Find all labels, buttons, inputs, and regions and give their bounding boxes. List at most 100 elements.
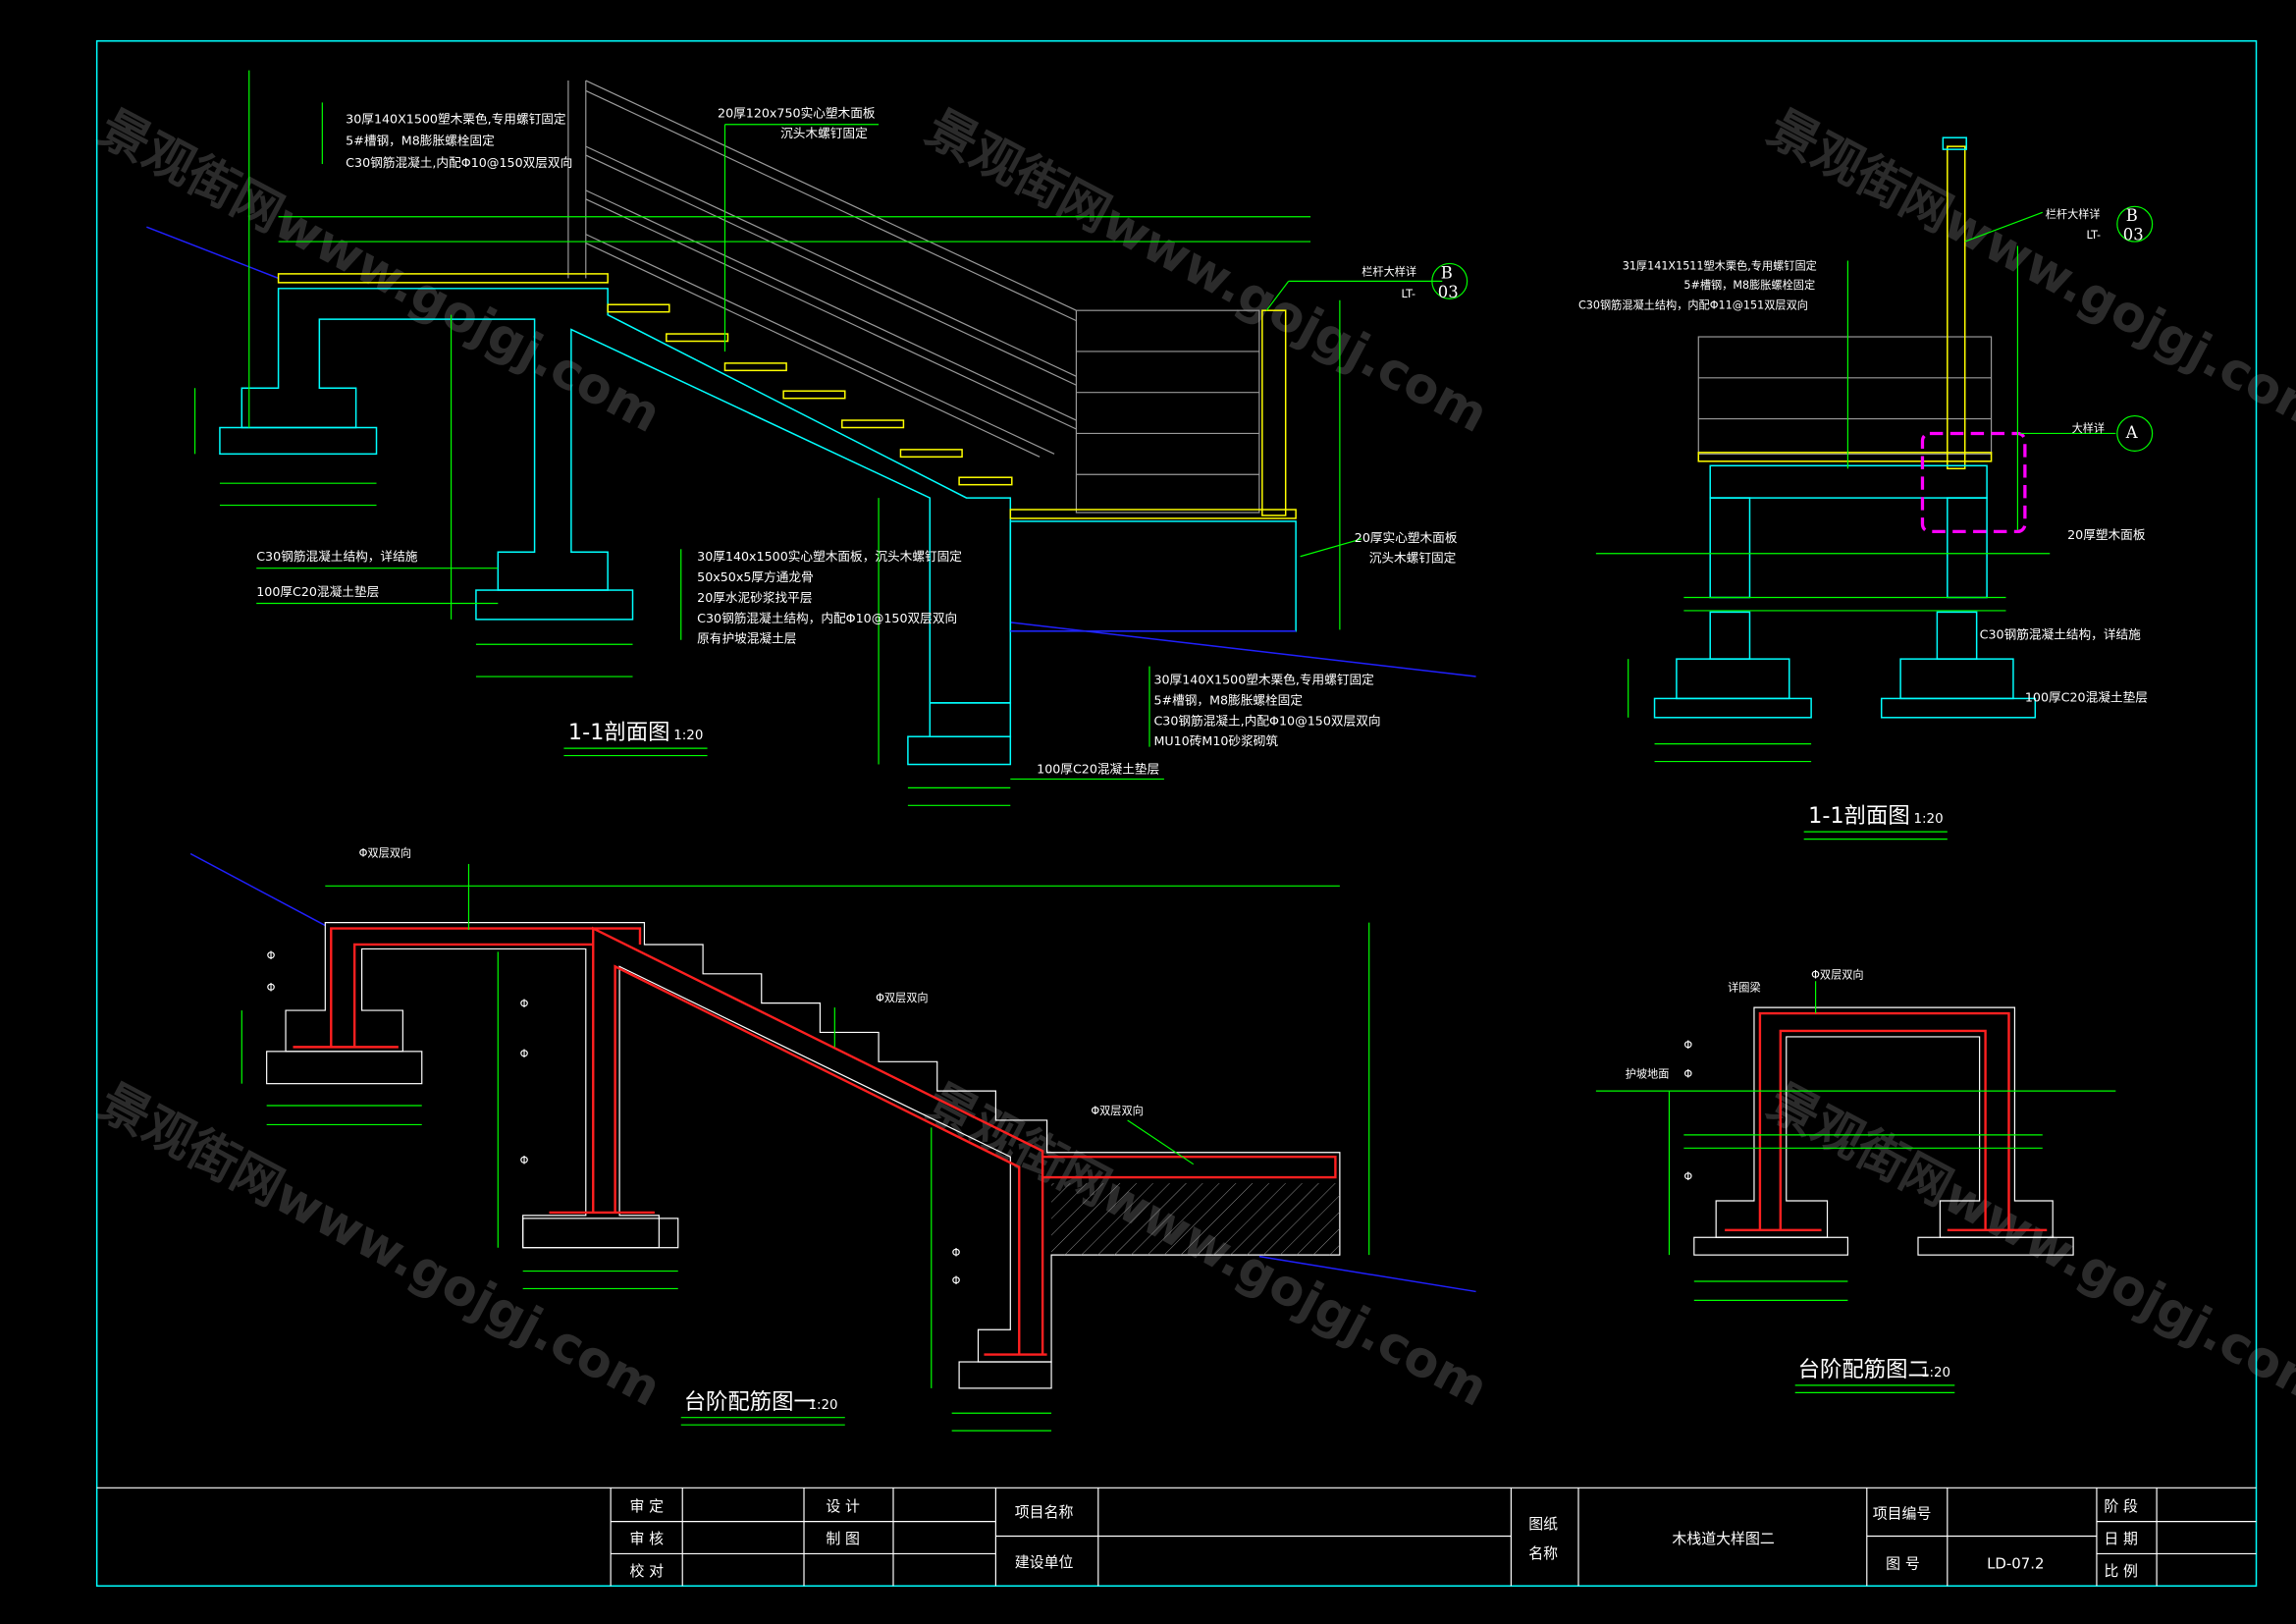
tb-approve: 审 定 xyxy=(630,1497,665,1515)
label-double-layer: Φ双层双向 xyxy=(359,845,411,859)
label-double-layer: Φ双层双向 xyxy=(1091,1104,1143,1117)
stair-treads xyxy=(607,303,1013,486)
column xyxy=(1936,611,1978,660)
slope-line xyxy=(189,852,326,927)
note-stair-1: 30厚140x1500实心塑木面板，沉头木螺钉固定 xyxy=(697,549,962,564)
rebar-lines xyxy=(293,926,1337,1356)
detail-ref-label: 大样详 xyxy=(2072,421,2106,435)
tb-project-name: 项目名称 xyxy=(1015,1503,1074,1521)
watermark: 景观街网www.gojgj.com xyxy=(90,98,670,444)
title-block: 审 定 审 核 校 对 设 计 制 图 项目名称 建设单位 图纸 名称 木栈道大… xyxy=(96,1487,2257,1587)
detail-highlight-box[interactable] xyxy=(1920,431,2027,534)
tb-design: 设 计 xyxy=(826,1497,860,1515)
detail-ref-letter: A xyxy=(2125,423,2138,442)
footing-pad xyxy=(1917,1236,2074,1256)
note-plank: 30厚140X1500塑木栗色,专用螺钉固定 xyxy=(346,111,566,126)
label-bar: Φ xyxy=(267,949,276,962)
tb-check: 校 对 xyxy=(630,1562,665,1580)
section-left-scale: 1:20 xyxy=(673,729,703,743)
deck-plank xyxy=(1697,452,1993,462)
rebar-one-scale: 1:20 xyxy=(808,1398,837,1413)
railing-post xyxy=(1947,145,1966,470)
handrail-cap xyxy=(1942,136,1967,150)
note-rail-screw: 沉头木螺钉固定 xyxy=(780,126,868,140)
watermark: 景观街网www.gojgj.com xyxy=(1759,98,2296,444)
column xyxy=(1709,611,1751,660)
label-bar: Φ xyxy=(1683,1039,1692,1052)
railing-ref-label: 栏杆大样详 xyxy=(2046,207,2101,221)
note-wall-2: 5#槽钢，M8膨胀螺栓固定 xyxy=(1153,692,1303,707)
note-rail-panel: 20厚120x750实心塑木面板 xyxy=(718,105,876,120)
section-right: 31厚141X1511塑木栗色,专用螺钉固定 5#槽钢，M8膨胀螺栓固定 C30… xyxy=(1578,136,2154,840)
note-stair-3: 20厚水泥砂浆找平层 xyxy=(697,590,812,605)
dimension-lines xyxy=(1628,211,2116,763)
note-right-structure: C30钢筋混凝土结构，详结施 xyxy=(1980,626,2142,641)
railing-ref-prefix: LT- xyxy=(1402,288,1416,300)
label-bar: Φ xyxy=(520,1155,529,1167)
section-right-title: 1-1剖面图 xyxy=(1808,803,1910,829)
railing-ref-bubble[interactable] xyxy=(2116,205,2154,243)
tb-client: 建设单位 xyxy=(1015,1553,1074,1571)
railing-rails xyxy=(1697,336,1993,455)
label-double-layer: Φ双层双向 xyxy=(876,991,928,1004)
note-right-plank: 20厚塑木面板 xyxy=(2067,527,2146,542)
railing-ref-sheet: 03 xyxy=(1438,283,1459,301)
note-concrete: C30钢筋混凝土,内配Φ10@150双层双向 xyxy=(346,155,572,170)
sheet-frame xyxy=(95,40,2258,1587)
tb-draw: 制 图 xyxy=(826,1530,860,1547)
tb-stage: 阶 段 xyxy=(2104,1497,2138,1515)
note-channel-steel: 5#槽钢，M8膨胀螺栓固定 xyxy=(346,134,495,148)
column xyxy=(1947,497,1988,599)
note-stair-5: 原有护坡混凝土层 xyxy=(697,631,796,646)
lower-deck-plank xyxy=(1009,509,1297,519)
railing-ref-bubble[interactable] xyxy=(1431,262,1468,299)
note-left-base: 100厚C20混凝土垫层 xyxy=(256,584,379,599)
label-double-layer: Φ双层双向 xyxy=(1811,967,1863,981)
dimension-lines xyxy=(240,863,1370,1432)
tb-drawing-no-label: 图 号 xyxy=(1886,1554,1920,1572)
lower-hatch xyxy=(1051,1183,1340,1256)
upper-deck-plank xyxy=(277,273,609,284)
footing-pad xyxy=(1880,697,2037,719)
note-wall-4: MU10砖M10砂浆砌筑 xyxy=(1153,733,1278,748)
tb-project-no: 项目编号 xyxy=(1873,1505,1932,1523)
title-block-grid xyxy=(96,1487,2257,1587)
stair-railing xyxy=(567,80,1260,514)
railing-ref-label: 栏杆大样详 xyxy=(1362,264,1416,278)
note-wall-1: 30厚140X1500塑木栗色,专用螺钉固定 xyxy=(1153,672,1374,686)
section-right-scale: 1:20 xyxy=(1914,812,1944,827)
footing xyxy=(1899,658,2014,700)
label-bar: Φ xyxy=(520,1048,529,1060)
footing-pad xyxy=(907,735,1012,766)
detail-ref-bubble[interactable] xyxy=(2116,414,2154,452)
footing-pad xyxy=(522,1218,679,1249)
lower-concrete xyxy=(1009,520,1297,632)
label-bar: Φ xyxy=(1683,1068,1692,1081)
footing-pad xyxy=(1653,697,1812,719)
label-bar: Φ xyxy=(267,982,276,995)
tb-drawing-name-label: 名称 xyxy=(1528,1544,1558,1562)
concrete-outline xyxy=(1715,1006,2054,1238)
railing-post xyxy=(1261,309,1287,516)
note-right-3: C30钢筋混凝土结构，内配Φ11@151双层双向 xyxy=(1578,298,1808,312)
railing-ref-prefix: LT- xyxy=(2087,229,2102,242)
rebar-two-scale: 1:20 xyxy=(1921,1366,1950,1380)
label-bar: Φ xyxy=(952,1247,961,1260)
note-right-2: 5#槽钢，M8膨胀螺栓固定 xyxy=(1683,278,1815,292)
section-left-title: 1-1剖面图 xyxy=(568,720,670,745)
deck-slab xyxy=(1709,464,1988,499)
note-right-base: 100厚C20混凝土垫层 xyxy=(2025,689,2148,704)
tb-date: 日 期 xyxy=(2104,1530,2138,1547)
footing-pad xyxy=(475,589,634,621)
railing-ref-letter: B xyxy=(2126,206,2138,225)
note-wall-base: 100厚C20混凝土垫层 xyxy=(1037,761,1159,776)
note-stair-2: 50x50x5厚方通龙骨 xyxy=(697,569,814,584)
dimension-lines xyxy=(1668,981,1848,1301)
column xyxy=(1709,497,1751,599)
label-bar: Φ xyxy=(520,998,529,1010)
rebar-diagram-two: 详圈梁 Φ双层双向 护坡地面 Φ Φ Φ 台阶配筋图二 1:20 xyxy=(1595,967,2116,1393)
rebar-one-title: 台阶配筋图一 xyxy=(684,1389,816,1415)
rebar-two-title: 台阶配筋图二 xyxy=(1798,1357,1930,1382)
footing-pad xyxy=(219,426,378,456)
